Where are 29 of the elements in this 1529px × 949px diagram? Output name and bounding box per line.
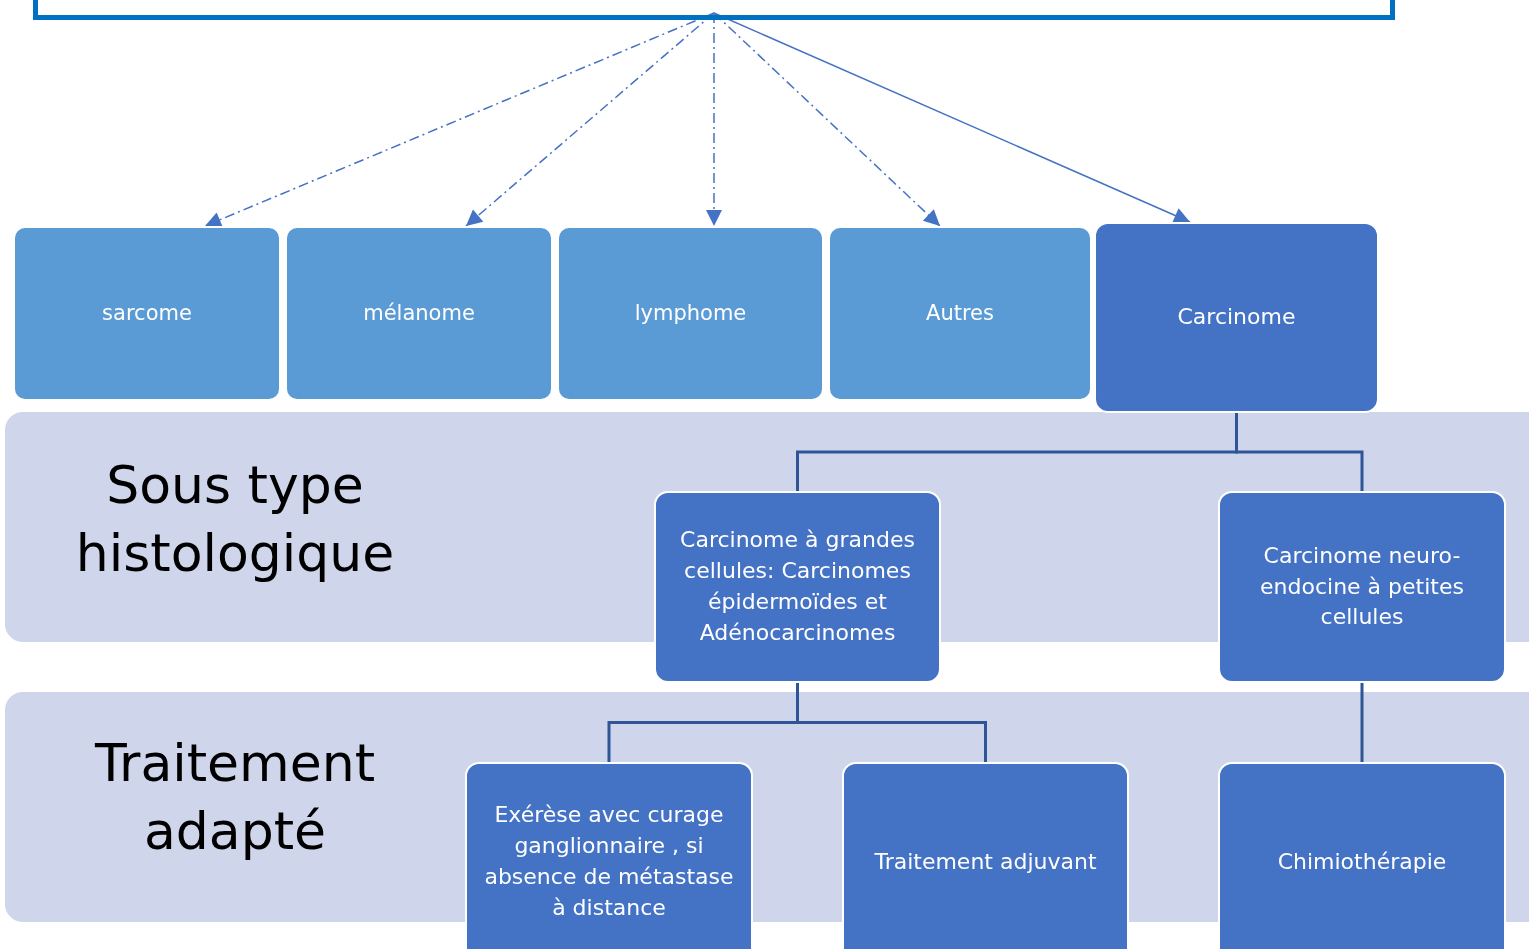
node-label: Carcinome à grandes cellules: Carcinomes épidermoïdes et Adénocarcinomes <box>679 526 916 647</box>
category-box <box>828 226 1092 401</box>
arrow <box>713 12 941 227</box>
process-box <box>465 762 753 949</box>
category-box <box>557 226 824 401</box>
node-label: Chimiothérapie <box>1277 847 1447 876</box>
connector-line <box>1360 683 1364 762</box>
arrow <box>204 12 715 228</box>
process-box <box>842 762 1129 949</box>
process-box <box>1218 762 1506 949</box>
process-box <box>1094 222 1379 413</box>
node-label: Exérèse avec curage ganglionnaire , si absence de métastase à distance <box>483 801 735 922</box>
node-label: lymphome <box>634 299 747 327</box>
category-box <box>285 226 553 401</box>
process-box <box>654 491 941 683</box>
node-label: Carcinome <box>1177 303 1296 332</box>
connector-line <box>1235 413 1364 491</box>
node-label: sarcome <box>102 299 192 327</box>
category-box <box>13 226 281 401</box>
process-box <box>1218 491 1506 683</box>
level-label: Traitement adapté <box>93 732 377 863</box>
node-label: mélanome <box>363 299 475 327</box>
arrow <box>465 12 715 227</box>
arrow <box>713 12 1191 223</box>
node-label: Carcinome neuro- endocine à petites cellules <box>1259 541 1465 632</box>
node-label: Autres <box>926 299 994 327</box>
node-label: Traitement adjuvant <box>874 847 1097 876</box>
level-label: Sous type histologique <box>74 454 396 585</box>
arrow <box>706 12 722 227</box>
